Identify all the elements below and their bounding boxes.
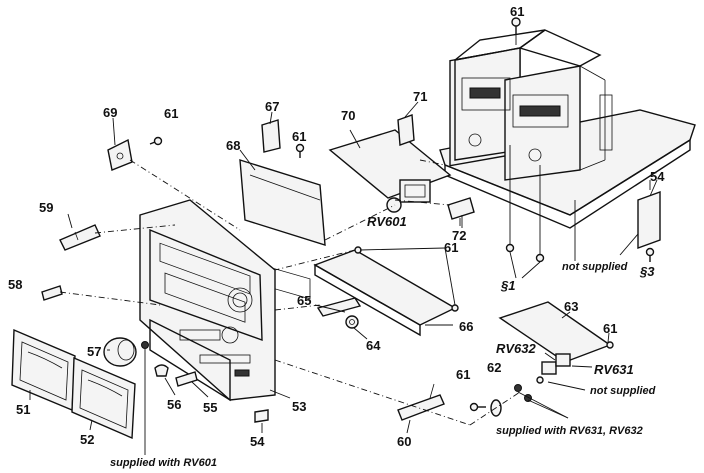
part-54-bottom <box>254 409 269 423</box>
label-61-top: 61 <box>510 4 524 19</box>
label-69: 69 <box>103 105 117 120</box>
note-not-supplied-knob: not supplied <box>590 385 656 397</box>
label-71: 71 <box>413 89 427 104</box>
label-rv632: RV632 <box>496 341 537 356</box>
label-72: 72 <box>452 228 466 243</box>
part-labels: 61 69 61 67 61 68 70 71 54 59 RV601 72 6… <box>8 4 665 449</box>
label-52: 52 <box>80 432 94 447</box>
bracket-69 <box>107 138 133 171</box>
label-63: 63 <box>564 299 578 314</box>
front-panel-53 <box>139 199 276 402</box>
screw-61-a <box>149 136 163 146</box>
label-58: 58 <box>8 277 22 292</box>
sheet-67 <box>261 119 281 153</box>
lever-65 <box>316 297 362 317</box>
label-57: 57 <box>87 344 101 359</box>
button-56 <box>154 364 169 377</box>
note-not-supplied-chassis: not supplied <box>562 261 628 273</box>
bracket-72 <box>447 197 475 228</box>
screws-s1 <box>505 243 545 279</box>
sheet-71 <box>397 114 415 146</box>
label-68: 68 <box>226 138 240 153</box>
label-53: 53 <box>292 399 306 414</box>
label-62: 62 <box>487 360 501 375</box>
label-54-right: 54 <box>650 169 665 184</box>
label-51: 51 <box>16 402 30 417</box>
screw-61-top <box>511 17 521 34</box>
knob-64 <box>345 315 359 329</box>
leader-lines <box>29 101 658 434</box>
bracket-59 <box>59 224 101 251</box>
label-59: 59 <box>39 200 53 215</box>
label-rv631: RV631 <box>594 362 634 377</box>
label-rv601: RV601 <box>367 214 407 229</box>
label-70: 70 <box>341 108 355 123</box>
circuit-board-70 <box>328 129 452 213</box>
label-s3: §3 <box>639 264 655 279</box>
label-61-e: 61 <box>456 367 470 382</box>
bracket-60 <box>397 383 445 421</box>
label-61-d: 61 <box>603 321 617 336</box>
cassette-deck-chassis <box>439 22 696 255</box>
bracket-54-right <box>637 180 661 249</box>
label-60: 60 <box>397 434 411 449</box>
knob-parts-rv631 <box>514 376 544 402</box>
label-s1: §1 <box>500 278 515 293</box>
label-65: 65 <box>297 293 311 308</box>
display-holder-68 <box>239 143 326 300</box>
label-61-c: 61 <box>444 240 458 255</box>
label-64: 64 <box>366 338 381 353</box>
label-67: 67 <box>265 99 279 114</box>
label-54-bottom: 54 <box>250 434 265 449</box>
screw-s3 <box>645 247 655 262</box>
label-61-b: 61 <box>292 129 306 144</box>
board-66 <box>313 246 459 337</box>
note-supplied-rv631-rv632: supplied with RV631, RV632 <box>496 425 643 437</box>
cassette-door-51 <box>11 328 76 412</box>
label-66: 66 <box>459 319 473 334</box>
notes: not supplied not supplied supplied with … <box>110 261 656 469</box>
label-56: 56 <box>167 397 181 412</box>
assembly-lines <box>59 159 521 426</box>
label-61-a: 61 <box>164 106 178 121</box>
clip-58 <box>41 285 63 301</box>
cassette-door-52 <box>71 356 136 440</box>
label-55: 55 <box>203 400 217 415</box>
knob-57 <box>103 337 149 455</box>
board-63 <box>498 301 614 375</box>
lever-55 <box>175 371 198 387</box>
note-supplied-rv601: supplied with RV601 <box>110 457 217 469</box>
screw-61-e <box>469 402 486 412</box>
